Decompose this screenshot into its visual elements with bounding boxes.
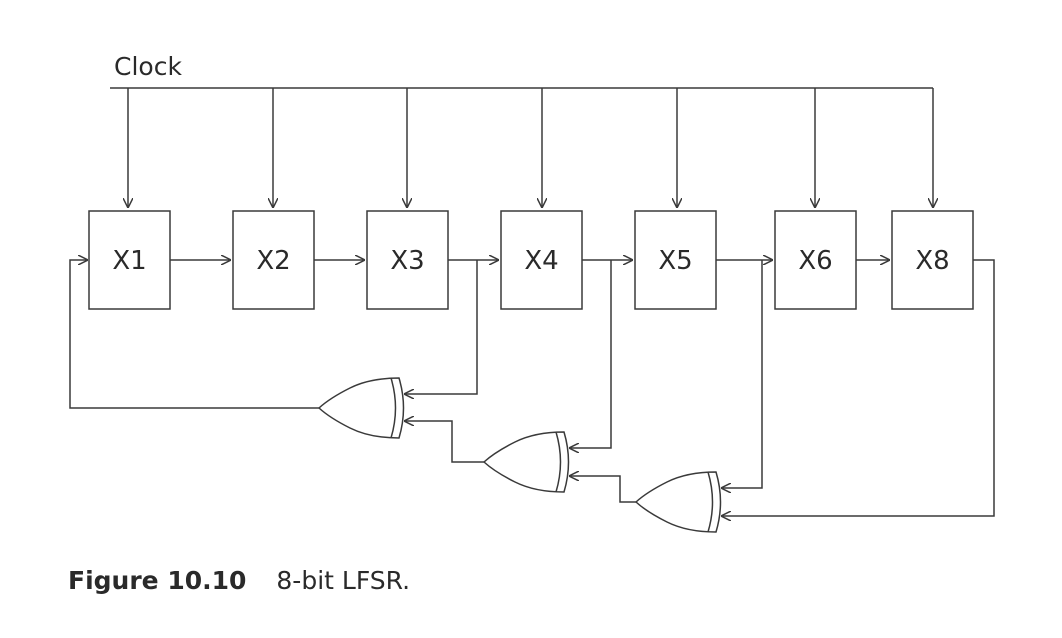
register-x2: X2 [232, 210, 315, 310]
register-x1-label: X1 [112, 246, 146, 276]
register-x6-label: X6 [798, 246, 832, 276]
xor-gate-3 [634, 471, 722, 533]
feedback-wiring [69, 260, 995, 516]
register-x5: X5 [634, 210, 717, 310]
figure-caption-text: 8-bit LFSR. [276, 566, 411, 595]
clock-label: Clock [114, 52, 182, 81]
register-x4: X4 [500, 210, 583, 310]
register-x8: X8 [891, 210, 974, 310]
register-x1: X1 [88, 210, 171, 310]
register-x3-label: X3 [390, 246, 424, 276]
figure-number: Figure 10.10 [68, 566, 247, 595]
register-x4-label: X4 [524, 246, 558, 276]
clock-bus [110, 87, 933, 208]
register-x8-label: X8 [915, 246, 949, 276]
xor-gate-2 [482, 431, 570, 493]
register-x2-label: X2 [256, 246, 290, 276]
register-x3: X3 [366, 210, 449, 310]
lfsr-diagram: Clock X1 X2 X3 X4 X5 X6 X8 [69, 52, 995, 533]
register-x5-label: X5 [658, 246, 692, 276]
register-x6: X6 [774, 210, 857, 310]
xor-gate-1 [317, 377, 405, 439]
figure-caption: Figure 10.10 8-bit LFSR. [68, 566, 410, 595]
